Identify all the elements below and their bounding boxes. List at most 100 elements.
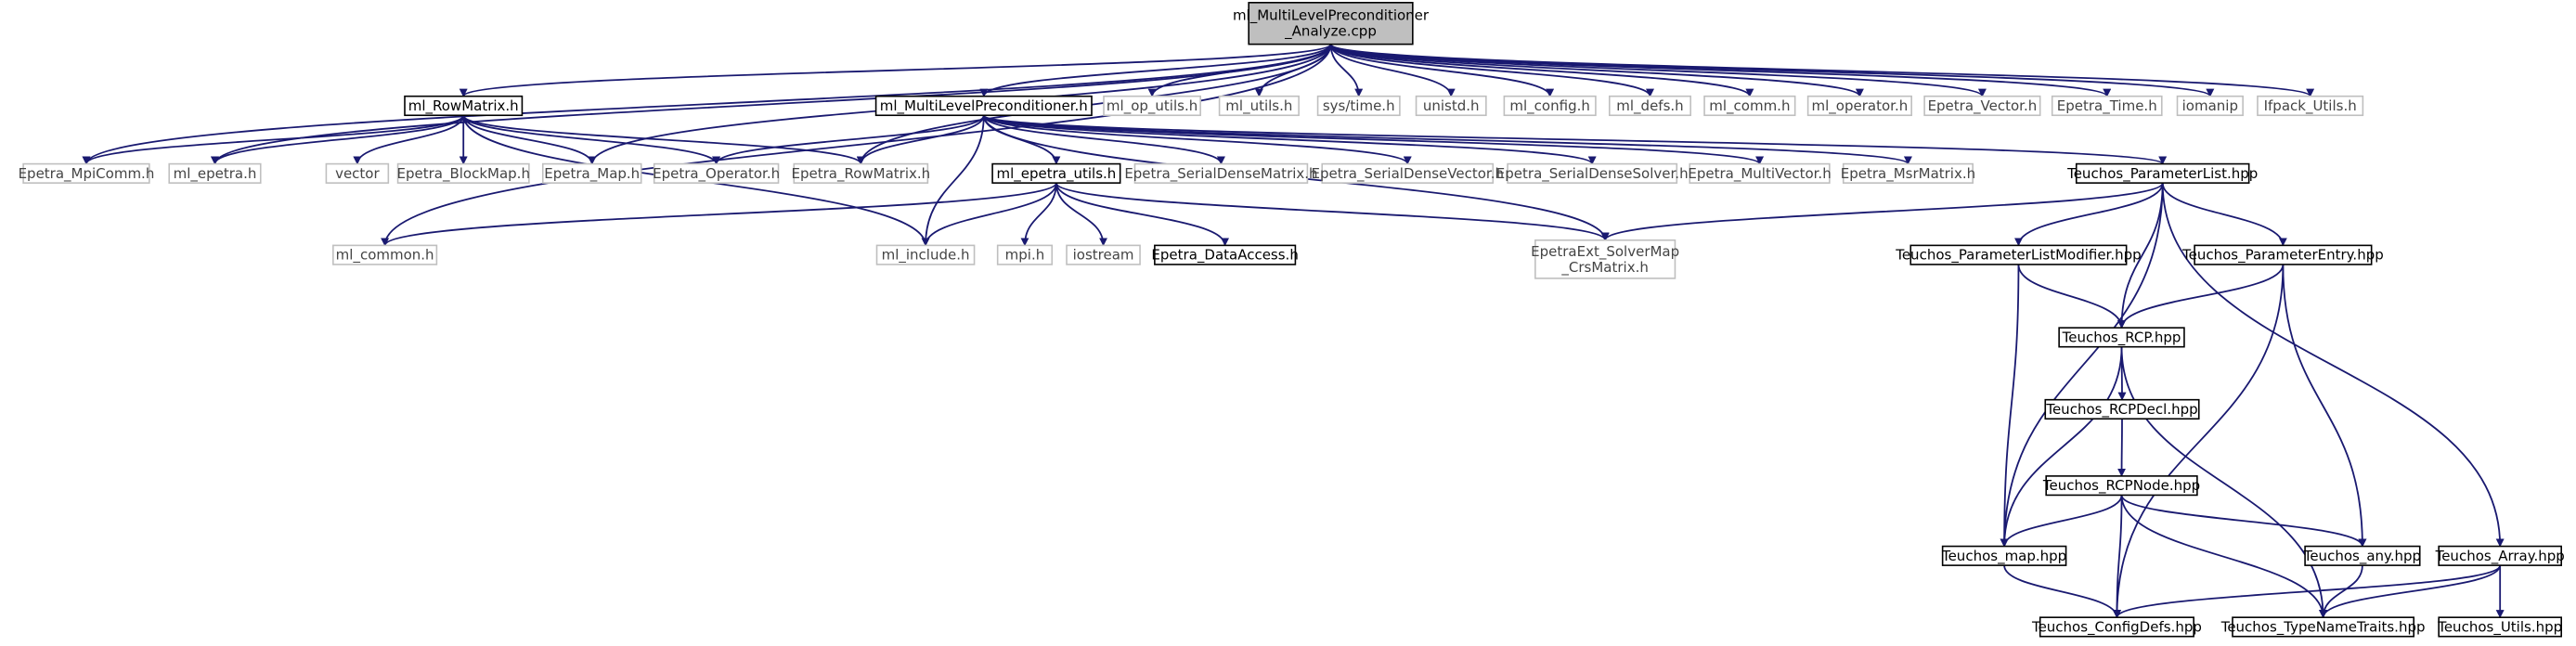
edge-ml-rowmatrix-h-to-ml-epetra-h [211, 114, 465, 165]
node-box [2058, 327, 2185, 348]
node-ml-operator-h[interactable]: ml_operator.h [1806, 95, 1912, 117]
node-box [2039, 616, 2194, 638]
node-ml-epetra-utils-h[interactable]: ml_epetra_utils.h [991, 162, 1121, 184]
node-teuchos-rcpnode-hpp[interactable]: Teuchos_RCPNode.hpp [2042, 475, 2200, 497]
edge-teuchos-parameterlistmodifier-hpp-to-teuchos-rcp-hpp [2017, 264, 2127, 329]
edge-root-to-ml-config-h [1329, 44, 1555, 97]
edge-teuchos-parameterlist-hpp-to-teuchos-map-hpp [2000, 183, 2164, 548]
node-box [1941, 545, 2067, 566]
node-label: ml_op_utils.h [1107, 97, 1197, 115]
node-label: Epetra_Vector.h [1928, 97, 2038, 115]
node-epetra-operator-h[interactable]: Epetra_Operator.h [653, 162, 780, 184]
node-label: iostream [1073, 247, 1134, 264]
node-ml-epetra-h[interactable]: ml_epetra.h [168, 162, 262, 184]
node-unistd-h[interactable]: unistd.h [1415, 95, 1487, 117]
edge-ml-epetra-utils-h-to-mpi-h [1020, 183, 1057, 247]
node-epetra-time-h[interactable]: Epetra_Time.h [2051, 95, 2163, 117]
node-label: Epetra_BlockMap.h [396, 165, 529, 183]
node-box [2438, 545, 2562, 566]
node-box [396, 162, 530, 184]
edge-ml-rowmatrix-h-to-epetra-rowmatrix-h [462, 114, 865, 165]
node-epetra-serialdensematrix-h[interactable]: Epetra_SerialDenseMatrix.h [1124, 162, 1318, 184]
node-epetra-blockmap-h[interactable]: Epetra_BlockMap.h [396, 162, 530, 184]
node-epetraext-solvermap-crsmatrix-h[interactable]: EpetraExt_SolverMap_CrsMatrix.h [1531, 239, 1679, 279]
edge-ml-rowmatrix-h-to-epetra-mpicomm-h [82, 114, 465, 165]
node-box [1154, 244, 1297, 265]
node-iomanip[interactable]: iomanip [2176, 95, 2244, 117]
node-box [1507, 162, 1678, 184]
edge-root-to-ml-rowmatrix-h [459, 43, 1332, 97]
node-teuchos-rcpdecl-hpp[interactable]: Teuchos_RCPDecl.hpp [2044, 398, 2200, 420]
node-box [1503, 95, 1597, 117]
node-root[interactable]: ml_MultiLevelPreconditioner_Analyze.cpp [1233, 2, 1430, 45]
node-ml-multilevelpreconditioner-h[interactable]: ml_MultiLevelPreconditioner.h [874, 95, 1093, 117]
node-box [1321, 162, 1495, 184]
node-box [325, 162, 390, 184]
node-teuchos-typenametraits-hpp[interactable]: Teuchos_TypeNameTraits.hpp [2220, 616, 2426, 638]
node-box [874, 95, 1093, 117]
node-ml-defs-h[interactable]: ml_defs.h [1608, 95, 1691, 117]
node-label: ml_epetra.h [174, 165, 257, 183]
node-epetra-serialdensesolver-h[interactable]: Epetra_SerialDenseSolver.h [1496, 162, 1689, 184]
edge-ml-rowmatrix-h-to-epetra-operator-h [462, 114, 721, 165]
node-epetra-multivector-h[interactable]: Epetra_MultiVector.h [1688, 162, 1832, 184]
edge-root-to-epetra-vector-h [1329, 43, 1987, 97]
node-epetra-mpicomm-h[interactable]: Epetra_MpiComm.h [19, 162, 155, 184]
node-label: Teuchos_map.hpp [1941, 548, 2066, 565]
node-label: Teuchos_RCPDecl.hpp [2045, 401, 2197, 419]
node-box [2176, 95, 2244, 117]
node-label: Teuchos_RCPNode.hpp [2042, 477, 2200, 495]
node-label: ml_comm.h [1709, 97, 1790, 115]
node-teuchos-array-hpp[interactable]: Teuchos_Array.hpp [2435, 545, 2565, 566]
node-teuchos-parameterlistmodifier-hpp[interactable]: Teuchos_ParameterListModifier.hpp [1895, 244, 2142, 265]
node-box [168, 162, 262, 184]
edge-ml-multilevelpreconditioner-h-to-epetra-rowmatrix-h [856, 115, 985, 165]
node-label: ml_RowMatrix.h [408, 97, 519, 115]
node-label: Teuchos_ParameterListModifier.hpp [1895, 247, 2141, 265]
edge-ml-multilevelpreconditioner-h-to-epetra-multivector-h [982, 114, 1764, 165]
node-sys-time-h[interactable]: sys/time.h [1316, 95, 1401, 117]
node-ml-op-utils-h[interactable]: ml_op_utils.h [1103, 95, 1201, 117]
node-ml-config-h[interactable]: ml_config.h [1503, 95, 1597, 117]
edge-ml-epetra-utils-h-to-iostream [1055, 183, 1108, 247]
edge-ml-rowmatrix-h-to-epetra-map-h [462, 115, 597, 165]
node-epetra-msrmatrix-h[interactable]: Epetra_MsrMatrix.h [1841, 162, 1975, 184]
edge-teuchos-parameterlist-hpp-to-epetraext-solvermap-crsmatrix-h [1600, 182, 2164, 241]
edge-root-to-ml-comm-h [1329, 44, 1754, 97]
node-vector[interactable]: vector [325, 162, 390, 184]
node-box [875, 244, 976, 265]
node-teuchos-rcp-hpp[interactable]: Teuchos_RCP.hpp [2058, 327, 2185, 348]
edge-root-to-epetra-mpicomm-h [82, 44, 1332, 165]
node-ml-utils-h[interactable]: ml_utils.h [1218, 95, 1300, 117]
edge-ml-multilevelpreconditioner-h-to-epetra-serialdensematrix-h [982, 114, 1225, 165]
node-label: ml_config.h [1509, 97, 1589, 115]
node-label: Epetra_SerialDenseVector.h [1312, 165, 1504, 183]
node-ifpack-utils-h[interactable]: Ifpack_Utils.h [2257, 95, 2364, 117]
node-epetra-rowmatrix-h[interactable]: Epetra_RowMatrix.h [791, 162, 930, 184]
node-label: ml_operator.h [1812, 97, 1909, 115]
node-ml-comm-h[interactable]: ml_comm.h [1703, 95, 1796, 117]
node-label: EpetraExt_SolverMap [1531, 243, 1679, 261]
node-teuchos-configdefs-hpp[interactable]: Teuchos_ConfigDefs.hpp [2031, 616, 2202, 638]
node-label: Teuchos_ParameterEntry.hpp [2181, 247, 2384, 265]
node-epetra-dataaccess-h[interactable]: Epetra_DataAccess.h [1151, 244, 1299, 265]
node-epetra-map-h[interactable]: Epetra_Map.h [541, 162, 642, 184]
node-label: _CrsMatrix.h [1560, 259, 1648, 277]
node-teuchos-any-hpp[interactable]: Teuchos_any.hpp [2303, 545, 2421, 566]
node-teuchos-utils-hpp[interactable]: Teuchos_Utils.hpp [2437, 616, 2562, 638]
node-ml-common-h[interactable]: ml_common.h [332, 244, 438, 265]
node-ml-include-h[interactable]: ml_include.h [875, 244, 976, 265]
node-label: iomanip [2182, 97, 2238, 114]
edge-teuchos-rcpnode-hpp-to-teuchos-map-hpp [2000, 495, 2123, 548]
node-mpi-h[interactable]: mpi.h [996, 244, 1054, 265]
edge-ml-rowmatrix-h-to-vector [353, 115, 465, 165]
node-epetra-serialdensevector-h[interactable]: Epetra_SerialDenseVector.h [1312, 162, 1504, 184]
node-teuchos-map-hpp[interactable]: Teuchos_map.hpp [1941, 545, 2067, 566]
node-epetra-vector-h[interactable]: Epetra_Vector.h [1923, 95, 2041, 117]
node-iostream[interactable]: iostream [1066, 244, 1141, 265]
node-ml-rowmatrix-h[interactable]: ml_RowMatrix.h [404, 95, 524, 117]
node-box [2257, 95, 2364, 117]
node-teuchos-parameterentry-hpp[interactable]: Teuchos_ParameterEntry.hpp [2181, 244, 2384, 265]
node-box [2045, 475, 2198, 497]
node-teuchos-parameterlist-hpp[interactable]: Teuchos_ParameterList.hpp [2066, 162, 2258, 184]
